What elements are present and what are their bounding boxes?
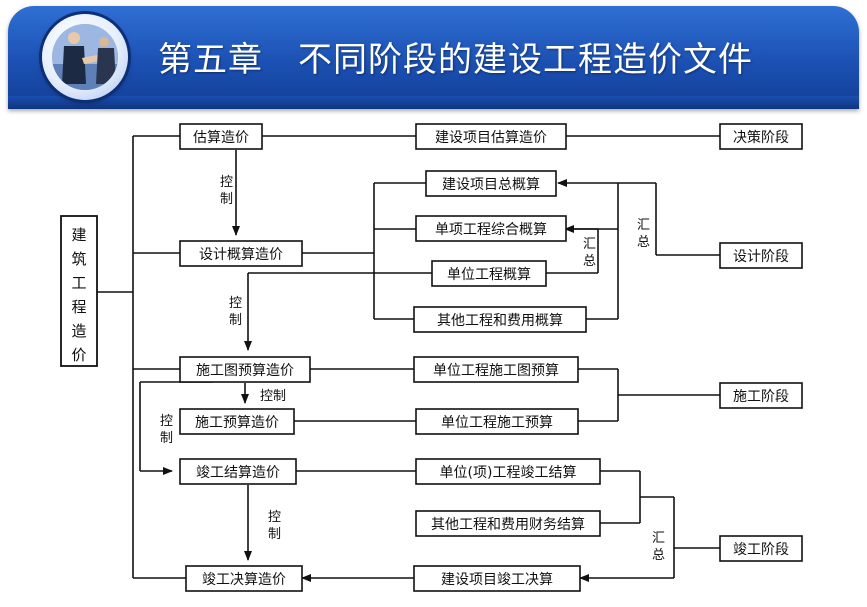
box-unit-construction-budget: 单位工程施工预算 [441,415,553,431]
box-total-budget-estimate: 建设项目总概算 [442,177,540,193]
box-unit-settlement: 单位(项)工程竣工结算 [440,465,577,481]
box-unit-drawing-budget: 单位工程施工图预算 [433,363,559,379]
root-char-6: 价 [71,346,86,364]
box-estimate: 估算造价 [193,130,249,146]
header-banner [8,6,859,109]
box-project-final-accounts: 建设项目竣工决算 [441,572,553,588]
root-char-4: 程 [71,298,86,316]
label-summary-3: 汇总 [652,531,665,563]
relation-labels: 控制 控制 控制 控制 汇总 汇总 汇总 控制 [160,175,665,563]
label-control-2: 控制 [229,296,242,328]
stage-completion: 竣工阶段 [733,542,789,558]
stage-design: 设计阶段 [733,249,789,265]
box-construction-budget: 施工预算造价 [195,415,279,431]
label-control-horizontal: 控制 [260,389,286,404]
root-box: 建 筑 工 程 造 价 [60,215,98,367]
label-control-3: 控制 [160,414,173,446]
root-char-2: 筑 [71,250,86,268]
box-project-estimate: 建设项目估算造价 [435,130,547,146]
label-control-1: 控制 [220,175,233,207]
box-single-item-estimate: 单项工程综合概算 [435,222,547,238]
middle-column: 建设项目估算造价 建设项目总概算 单项工程综合概算 单位工程概算 其他工程和费用… [413,123,601,592]
label-control-4: 控制 [268,510,281,542]
logo-photo [52,24,118,90]
label-summary-1: 汇总 [637,218,650,250]
stage-decision: 决策阶段 [733,129,789,146]
root-char-5: 造 [71,322,86,340]
root-char-1: 建 [71,226,86,244]
root-char-3: 工 [71,274,86,292]
label-summary-2: 汇总 [583,237,596,269]
box-design-estimate: 设计概算造价 [199,247,283,263]
connector-lines [97,135,720,582]
stage-construction: 施工阶段 [733,389,789,405]
box-settlement: 竣工结算造价 [196,465,280,481]
box-other-cost-settlement: 其他工程和费用财务结算 [431,517,585,533]
left-column: 估算造价 设计概算造价 施工图预算造价 施工预算造价 竣工结算造价 竣工决算造价 [179,123,311,592]
stage-column: 决策阶段 设计阶段 施工阶段 竣工阶段 [719,123,803,562]
page-title: 第五章 不同阶段的建设工程造价文件 [158,40,753,80]
box-final-accounts: 竣工决算造价 [202,572,286,588]
box-other-cost-estimate: 其他工程和费用概算 [437,313,563,329]
box-drawing-budget: 施工图预算造价 [196,363,294,379]
header-banner-edge [8,96,859,109]
box-unit-estimate: 单位工程概算 [447,267,531,283]
